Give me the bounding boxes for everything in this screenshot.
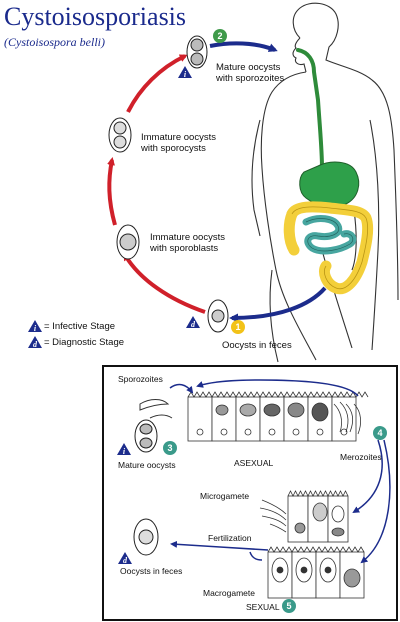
oocyst-feces-box <box>133 518 159 556</box>
label-fertilization: Fertilization <box>208 533 252 543</box>
diagram-subtitle: (Cystoisospora belli) <box>4 35 105 49</box>
diagram-title: Cystoisosporiasis <box>4 2 187 31</box>
label-immature-oocysts-sporocysts: Immature oocysts with sporocysts <box>141 132 216 154</box>
oocyst-feces <box>207 299 229 333</box>
label-line: with sporoblasts <box>150 243 219 254</box>
label-immature-oocysts-sporoblasts: Immature oocysts with sporoblasts <box>150 232 225 254</box>
diagnostic-stage-badge-box: d <box>118 552 132 564</box>
diagnostic-stage-badge: d <box>186 316 200 328</box>
step-2-marker: 2 <box>213 29 227 43</box>
legend-diagnostic-text: = Diagnostic Stage <box>44 337 125 348</box>
label-line: Immature oocysts <box>141 132 216 143</box>
intestinal-cells-asexual <box>187 391 369 442</box>
oocyst-mature <box>186 35 208 69</box>
infective-stage-badge: i <box>178 66 192 78</box>
step-5-marker: 5 <box>282 599 296 613</box>
step-4-marker: 4 <box>373 426 387 440</box>
intestinal-cells-sexual-lower <box>267 546 365 599</box>
label-mature-oocysts: Mature oocysts <box>118 460 176 470</box>
oocyst-mature-box <box>134 419 158 453</box>
cycle-arrows-blue <box>209 41 327 323</box>
legend-infective-text: = Infective Stage <box>44 321 116 332</box>
oocyst-immature-sporocysts <box>108 117 132 153</box>
legend-infective-icon: i <box>28 320 42 332</box>
merozoites-cluster <box>333 401 362 435</box>
infective-stage-letter: i <box>34 324 37 332</box>
digestive-tract <box>283 48 374 295</box>
cycle-arrows-red <box>107 54 206 314</box>
oocyst-immature-sporoblasts <box>116 224 140 260</box>
diagnostic-stage-letter: d <box>191 320 196 328</box>
label-sexual: SEXUAL <box>246 602 280 612</box>
legend-diagnostic-icon: d <box>28 336 42 348</box>
step-1-marker: 1 <box>231 320 245 334</box>
infective-stage-badge-box: i <box>117 443 131 455</box>
label-line: with sporozoites <box>216 73 285 84</box>
sporozoite-shapes <box>139 399 173 419</box>
microgametes <box>259 499 287 533</box>
label-sporozoites: Sporozoites <box>118 374 163 384</box>
intestinal-cells-sexual-upper <box>287 490 349 543</box>
diagnostic-stage-letter: d <box>123 556 128 564</box>
label-oocysts-in-feces-box: Oocysts in feces <box>120 566 183 576</box>
diagnostic-stage-letter: d <box>33 340 38 348</box>
label-line: with sporocysts <box>141 143 206 154</box>
infective-stage-letter: i <box>184 70 187 78</box>
label-asexual: ASEXUAL <box>234 458 274 468</box>
box-arrows <box>169 379 391 564</box>
infective-stage-letter: i <box>123 447 126 455</box>
label-mature-oocysts-sporozoites: Mature oocysts with sporozoites <box>216 62 284 84</box>
label-macrogamete: Macrogamete <box>203 588 255 598</box>
label-line: Immature oocysts <box>150 232 225 243</box>
label-line: Mature oocysts <box>216 62 281 73</box>
label-oocysts-in-feces: Oocysts in feces <box>222 340 292 351</box>
label-microgamete: Microgamete <box>200 491 250 501</box>
intestinal-stage-box <box>102 365 398 621</box>
label-merozoites: Merozoites <box>340 452 382 462</box>
step-3-marker: 3 <box>163 441 177 455</box>
